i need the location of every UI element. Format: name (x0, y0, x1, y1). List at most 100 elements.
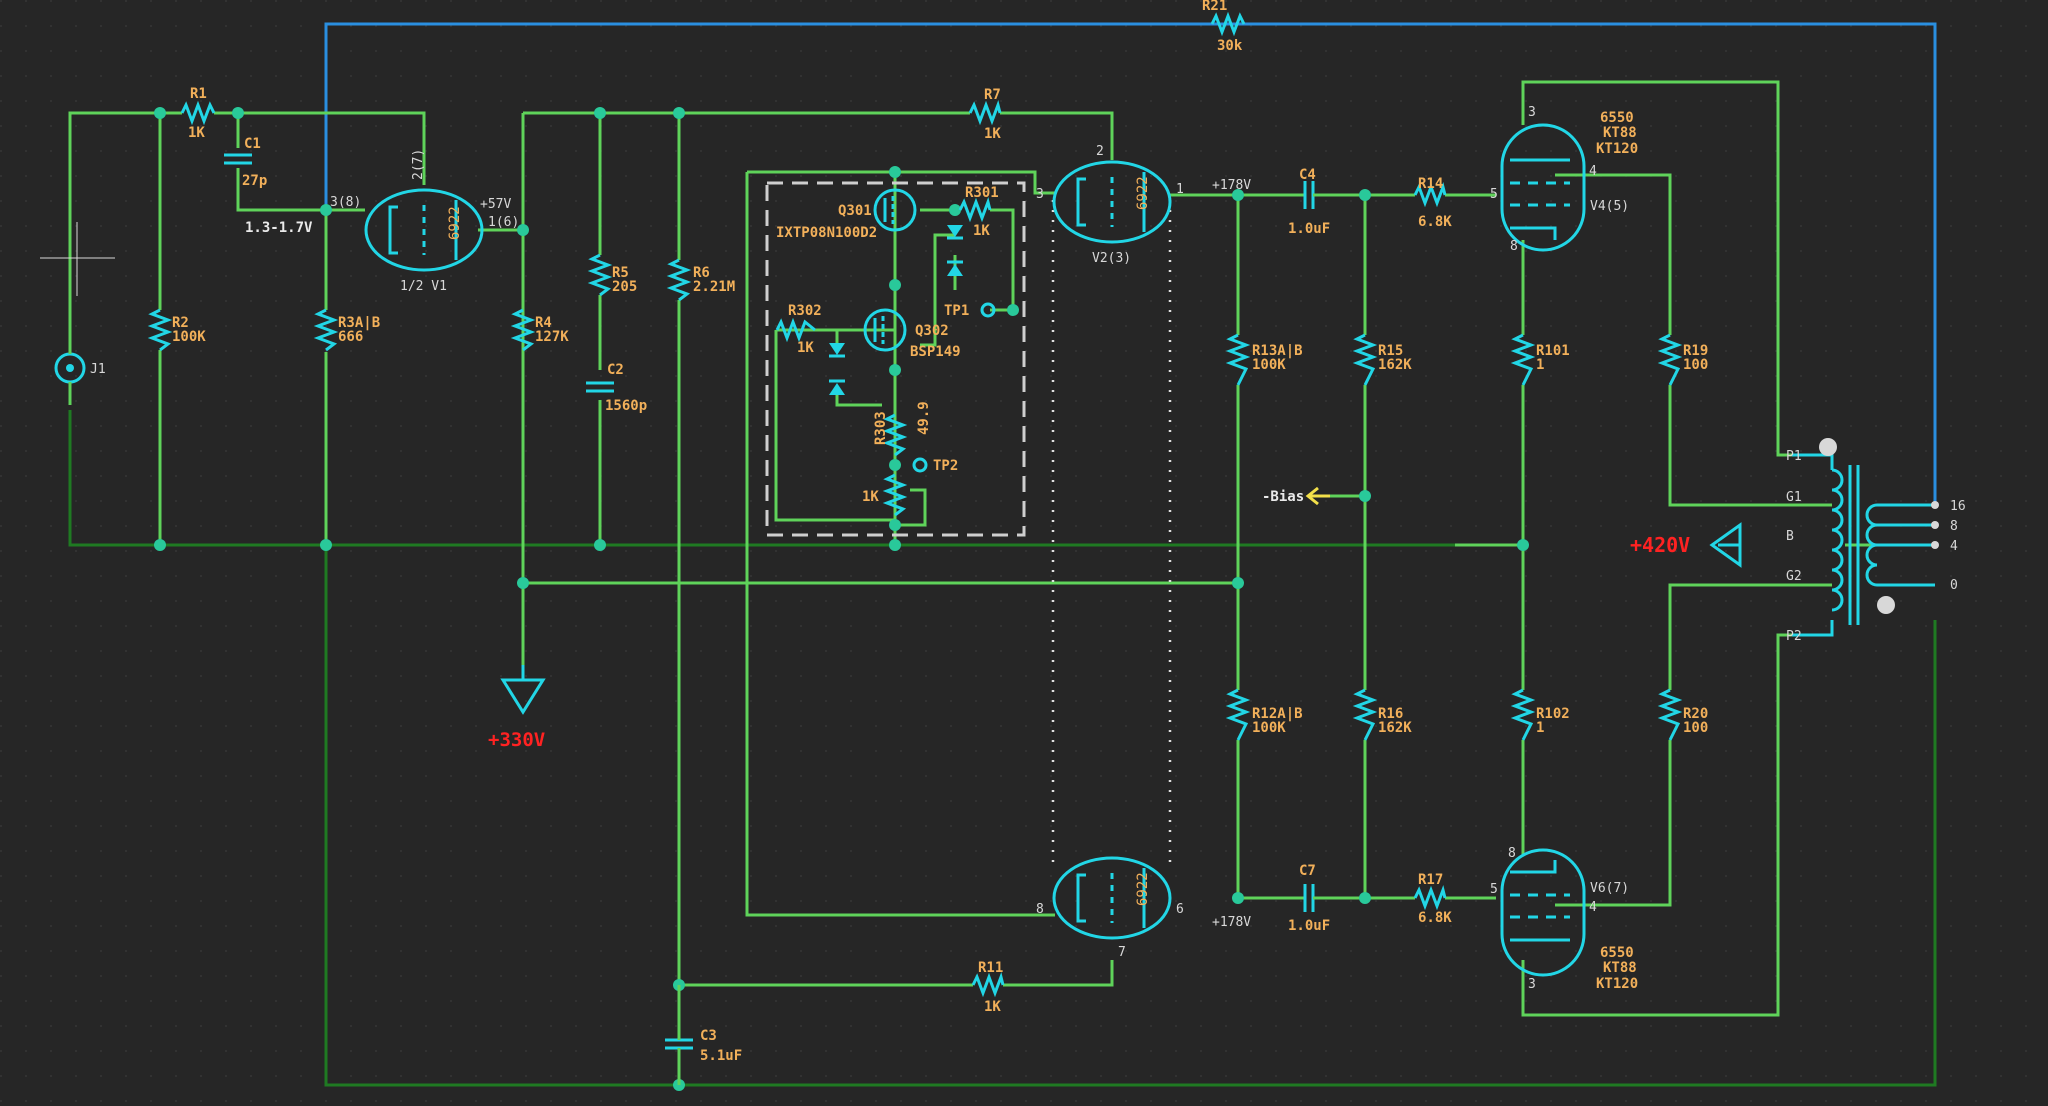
label-v4-name: V4(5) (1590, 199, 1629, 214)
label-v1-pin-plate: 2(7) (411, 149, 426, 180)
label-r20-ref: R20 (1683, 706, 1708, 722)
label-j1: J1 (90, 362, 106, 377)
label-v2-pin-grid: 3 (1036, 187, 1044, 202)
label-r4-ref: R4 (535, 315, 552, 331)
label-xfmr-b: B (1786, 529, 1794, 544)
label-r6-val: 2.21M (693, 279, 735, 295)
label-v4-pin-g: 5 (1490, 187, 1498, 202)
label-v1-pin-grid: 3(8) (330, 195, 361, 210)
label-r12-val: 100K (1252, 720, 1286, 736)
label-xfmr-p1: P1 (1786, 449, 1802, 464)
label-pot-val: 1K (862, 489, 879, 505)
label-v1-name: 1/2 V1 (400, 279, 447, 294)
label-c2-ref: C2 (607, 362, 624, 378)
current-source-module (765, 181, 1026, 537)
label-r14-ref: R14 (1418, 176, 1443, 192)
label-r16-ref: R16 (1378, 706, 1403, 722)
label-r102-val: 1 (1536, 720, 1544, 736)
label-v178-bottom: +178V (1212, 915, 1251, 930)
label-v2-type: 6922 (1135, 176, 1151, 210)
label-xfmr-g1: G1 (1786, 490, 1802, 505)
signal-wires (68, 80, 1872, 1017)
label-v4-pin-screen: 4 (1589, 164, 1597, 179)
label-q302-ref: Q302 (915, 323, 949, 339)
label-r6-ref: R6 (693, 265, 710, 281)
label-v4-type-3: KT120 (1596, 141, 1638, 157)
testpoint-tp2[interactable] (912, 457, 928, 473)
label-v6-pin-screen: 4 (1589, 900, 1597, 915)
label-tp1: TP1 (944, 303, 969, 319)
label-r19-ref: R19 (1683, 343, 1708, 359)
label-r1-ref: R1 (190, 86, 207, 102)
label-r20-val: 100 (1683, 720, 1708, 736)
label-v4-pin-k: 8 (1510, 239, 1518, 254)
label-v3-pin-cathode: 6 (1176, 902, 1184, 917)
label-v6-name: V6(7) (1590, 881, 1629, 896)
label-bias: -Bias (1262, 489, 1304, 505)
label-r3-val: 666 (338, 329, 363, 345)
rail-420v: +420V (1630, 533, 1690, 557)
testpoint-tp1[interactable] (980, 302, 996, 318)
label-r21-ref: R21 (1202, 0, 1227, 14)
tube-v1 (364, 188, 484, 272)
label-r102-ref: R102 (1536, 706, 1570, 722)
label-r12-ref: R12A|B (1252, 706, 1303, 722)
label-v6-pin-k: 3 (1528, 977, 1536, 992)
label-tap-0: 0 (1950, 578, 1958, 593)
label-xfmr-p2: P2 (1786, 629, 1802, 644)
label-v3-type: 6922 (1135, 872, 1151, 906)
mosfet-q301 (873, 188, 917, 232)
label-r303-val: 49.9 (916, 401, 932, 435)
tube-v4 (1500, 123, 1586, 252)
label-c7-ref: C7 (1299, 863, 1316, 879)
label-q302-part: BSP149 (910, 344, 961, 360)
label-v2-name: V2(3) (1092, 251, 1131, 266)
label-r302-val: 1K (797, 340, 814, 356)
label-r7-val: 1K (984, 126, 1001, 142)
label-c1-val: 27p (242, 173, 267, 189)
label-r21-val: 30k (1217, 38, 1243, 54)
label-v6-type-2: KT88 (1603, 960, 1637, 976)
supply-420v-symbol (1709, 522, 1742, 568)
label-xfmr-g2: G2 (1786, 569, 1802, 584)
label-v2-pin-cathode: 1 (1176, 182, 1184, 197)
label-r17-ref: R17 (1418, 872, 1443, 888)
label-r16-val: 162K (1378, 720, 1412, 736)
rail-330v: +330V (488, 729, 545, 751)
label-r1-val: 1K (188, 125, 205, 141)
tube-v6 (1500, 848, 1586, 977)
label-r101-val: 1 (1536, 357, 1544, 373)
label-r3-ref: R3A|B (338, 315, 380, 331)
label-v1-type: 6922 (447, 206, 463, 240)
label-r2-ref: R2 (172, 315, 189, 331)
label-v6-type-3: KT120 (1596, 976, 1638, 992)
label-r5-val: 205 (612, 279, 637, 295)
label-v4-type-2: KT88 (1603, 125, 1637, 141)
supply-330v-symbol (500, 665, 546, 715)
label-r2-val: 100K (172, 329, 206, 345)
label-c4-val: 1.0uF (1288, 221, 1330, 237)
labels: J1 R1 1K C1 27p R2 100K R3A|B 666 1.3-1.… (90, 0, 1966, 1064)
label-r101-ref: R101 (1536, 343, 1570, 359)
label-r14-val: 6.8K (1418, 214, 1452, 230)
resistor-symbols (147, 11, 1683, 998)
label-q301-ref: Q301 (838, 203, 872, 219)
label-tp2: TP2 (933, 458, 958, 474)
label-tap-8: 8 (1950, 519, 1958, 534)
label-c3-val: 5.1uF (700, 1048, 742, 1064)
label-grid-voltage: 1.3-1.7V (245, 220, 313, 236)
label-c3-ref: C3 (700, 1028, 717, 1044)
label-r4-val: 127K (535, 329, 569, 345)
label-v3-pin-plate: 7 (1118, 945, 1126, 960)
label-c1-ref: C1 (244, 136, 261, 152)
label-r19-val: 100 (1683, 357, 1708, 373)
label-r301-ref: R301 (965, 185, 999, 201)
label-q301-part: IXTP08N100D2 (776, 225, 877, 241)
label-v4-pin-top: 3 (1528, 105, 1536, 120)
label-r7-ref: R7 (984, 87, 1001, 103)
label-c7-val: 1.0uF (1288, 918, 1330, 934)
label-r5-ref: R5 (612, 265, 629, 281)
label-v178-top: +178V (1212, 178, 1251, 193)
